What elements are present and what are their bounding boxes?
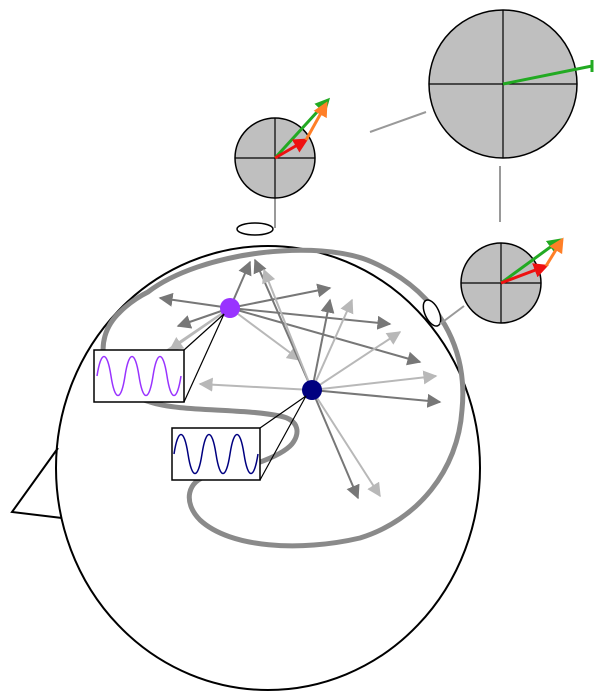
waveform-purple [94,314,224,402]
nose-triangle [12,448,62,518]
dial-small-left [235,100,328,198]
arrows-purple-source [160,262,420,362]
coil-top [237,223,273,235]
dial-large-top [429,10,592,158]
dial-small-right [461,240,562,323]
